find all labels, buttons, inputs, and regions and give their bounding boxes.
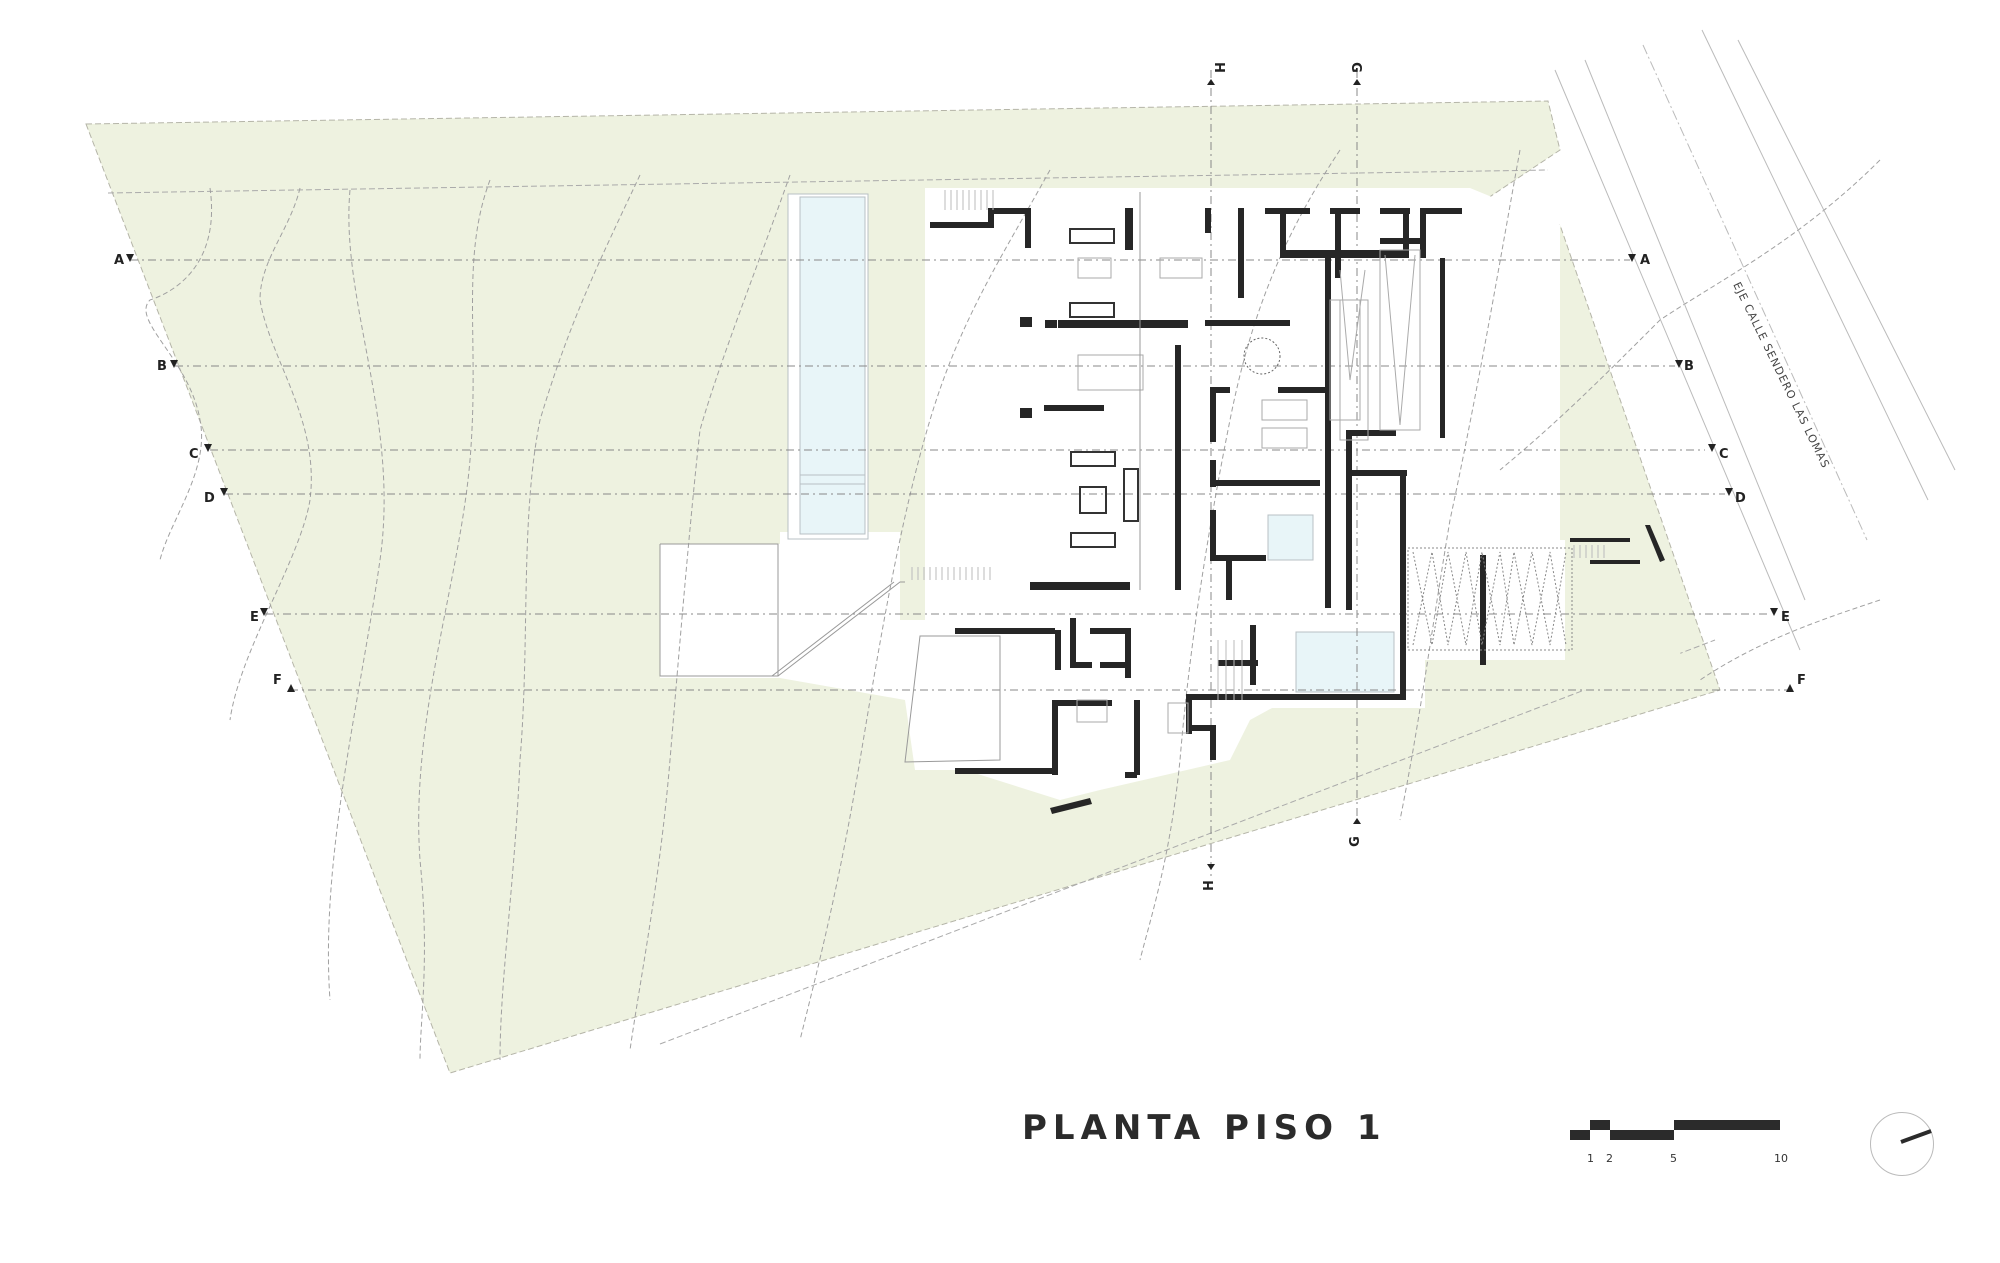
section-label-left-f: F (273, 673, 282, 688)
scale-tick-2: 2 (1606, 1152, 1613, 1165)
section-label-right-c: C (1719, 447, 1729, 462)
scale-tick-10: 10 (1774, 1152, 1788, 1165)
section-label-left-c: C (189, 447, 199, 462)
section-label-right-d: D (1735, 491, 1746, 506)
section-label-right-e: E (1781, 610, 1790, 625)
section-label-right-f: F (1797, 673, 1806, 688)
section-label-right-b: B (1684, 359, 1694, 374)
scale-tick-5: 5 (1670, 1152, 1677, 1165)
section-label-left-d: D (204, 491, 215, 506)
section-label-left-a: A (114, 253, 125, 268)
north-arrow-icon (1870, 1112, 1934, 1176)
section-label-bottom-h: H (1201, 880, 1217, 891)
section-label-top-g: G (1347, 62, 1363, 73)
section-label-right-a: A (1640, 253, 1651, 268)
atrium-tree (1243, 337, 1281, 375)
section-label-top-h: H (1210, 62, 1226, 73)
section-label-bottom-g: G (1347, 836, 1363, 847)
scale-bar: 1 2 5 10 (1570, 1120, 1790, 1170)
section-label-left-e: E (250, 610, 259, 625)
plunge-pool (1295, 631, 1395, 693)
scale-tick-1: 1 (1587, 1152, 1594, 1165)
drawing-title: PLANTA PISO 1 (1022, 1108, 1387, 1148)
north-needle-icon (1900, 1129, 1932, 1144)
section-label-left-b: B (157, 359, 167, 374)
